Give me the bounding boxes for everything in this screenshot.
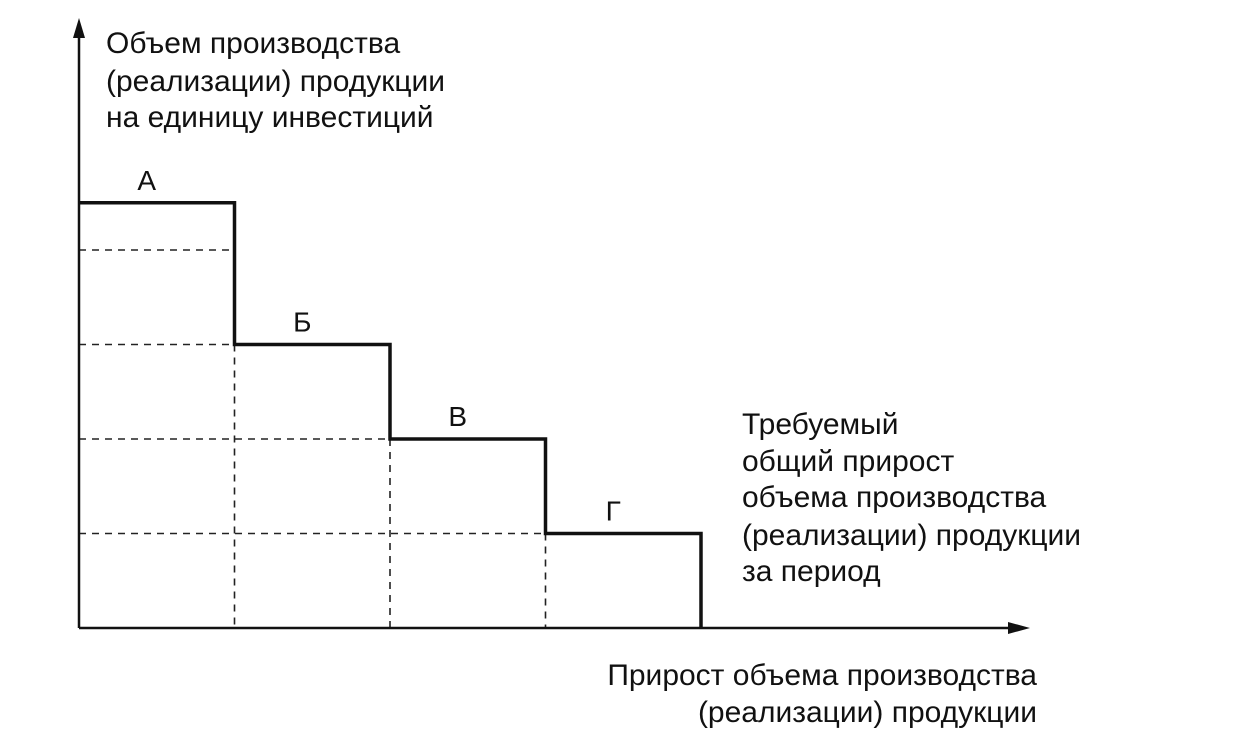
labels: Объем производства (реализации) продукци… [106, 27, 1081, 729]
step-label-1: А [137, 165, 156, 196]
x-axis-arrow-icon [1008, 622, 1030, 634]
grid-layer [79, 249, 547, 628]
step-line [79, 201, 703, 628]
y-axis-label-line-3: на единицу инвестиций [106, 101, 434, 134]
y-axis-label-line-1: Объем производства [106, 27, 401, 60]
y-axis-label-line-2: (реализации) продукции [106, 65, 445, 98]
step-label-3: В [448, 401, 467, 432]
step-label-4: Г [606, 496, 621, 527]
axes [73, 18, 1030, 634]
step-label-2: Б [293, 307, 311, 338]
annotation-line-3: объема производства [742, 481, 1047, 514]
annotation-line-4: (реализации) продукции [742, 519, 1081, 552]
x-axis-label-line-2: (реализации) продукции [698, 696, 1037, 729]
step-series: А Б В Г [79, 165, 703, 628]
annotation-line-5: за период [742, 555, 881, 588]
y-axis-arrow-icon [73, 18, 85, 38]
annotation-line-1: Требуемый [742, 408, 899, 441]
x-axis-label-line-1: Прирост объема производства [607, 659, 1037, 692]
annotation-line-2: общий прирост [742, 445, 954, 478]
